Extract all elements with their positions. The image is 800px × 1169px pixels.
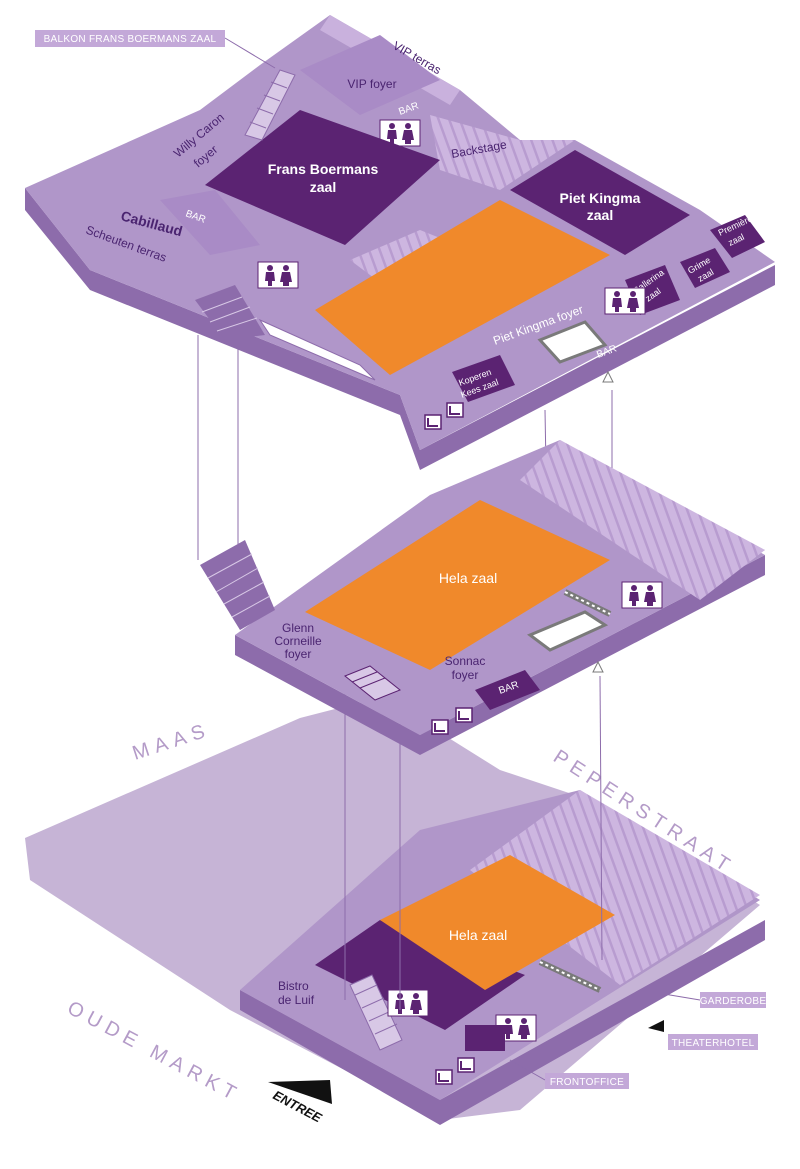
middle-small-stairs-icon xyxy=(344,665,401,701)
middle-escalator-icon xyxy=(563,589,612,617)
koperen-kees-zaal xyxy=(452,355,515,402)
middle-restroom-icon xyxy=(621,581,663,609)
garderobe-tag-label: GARDEROBE xyxy=(700,996,767,1007)
middle-hatched-area xyxy=(520,440,765,600)
ground-restroom-icon xyxy=(387,989,429,1017)
middle-void xyxy=(527,610,609,652)
ground-elevator-icon-2 xyxy=(457,1057,475,1073)
top-floor: VIP foyer VIP terras BAR Backstage Frans… xyxy=(25,15,775,673)
ground-escalator-icon xyxy=(538,959,602,993)
balcony-tag-label: BALKON FRANS BOERMANS ZAAL xyxy=(44,34,217,45)
backstage-area xyxy=(430,115,575,190)
frans-boermans-zaal xyxy=(205,110,440,245)
garderobe-tag xyxy=(700,992,766,1008)
frans-boermans-label-2: zaal xyxy=(310,179,336,195)
street-maas: MAAS xyxy=(130,719,214,765)
balcony-tag xyxy=(35,30,225,47)
balcony-leader xyxy=(224,37,276,69)
frontoffice-leader xyxy=(509,1059,546,1081)
glenn-label-2: Corneille xyxy=(274,634,322,648)
sonnac-label-1: Sonnac xyxy=(445,654,486,668)
piet-kingma-label-2: zaal xyxy=(587,207,613,223)
top-elevator-icon-2 xyxy=(446,402,464,418)
middle-elevator-icon xyxy=(431,719,449,735)
vip-foyer xyxy=(300,35,440,115)
theaterhotel-arrow-icon xyxy=(648,1020,664,1032)
theaterhotel-tag xyxy=(668,1034,758,1050)
middle-stairs-icon xyxy=(200,540,275,630)
piet-kingma-zaal xyxy=(510,150,690,255)
middle-floor: Hela zaal Glenn Corneille foyer Sonnac f… xyxy=(200,440,765,755)
top-slab-side xyxy=(25,188,775,470)
entree-arrow-icon xyxy=(268,1080,332,1104)
ground-frontoffice-block xyxy=(465,1025,505,1051)
top-void-2 xyxy=(537,320,608,364)
frans-boermans-label-1: Frans Boermans xyxy=(268,161,379,177)
frontoffice-tag-label: FRONTOFFICE xyxy=(550,1077,624,1088)
ground-hela-zaal xyxy=(380,855,615,990)
street-oude-markt: OUDE MARKT xyxy=(64,997,245,1107)
top-orange-area xyxy=(315,200,610,375)
balcony-stairs-icon xyxy=(244,69,296,141)
right-restroom-icon xyxy=(604,287,646,315)
glenn-label-3: foyer xyxy=(285,647,312,661)
glenn-label-1: Glenn xyxy=(282,621,314,635)
top-escalator-icon xyxy=(592,370,614,673)
grime-zaal xyxy=(680,248,730,288)
theaterhotel-tag-label: THEATERHOTEL xyxy=(672,1038,755,1049)
middle-hela-zaal-label: Hela zaal xyxy=(439,570,497,586)
top-left-stairs-icon xyxy=(195,285,265,340)
ground-slab-side xyxy=(240,920,765,1125)
frontoffice-tag xyxy=(545,1073,629,1089)
ground-hela-zaal-label: Hela zaal xyxy=(449,927,507,943)
middle-elevator-icon-2 xyxy=(455,707,473,723)
garderobe-leader xyxy=(639,989,701,1001)
sonnac-label-2: foyer xyxy=(452,668,479,682)
piet-kingma-label-1: Piet Kingma xyxy=(560,190,641,206)
left-restroom-icon xyxy=(257,261,299,289)
middle-bar-block xyxy=(475,670,540,710)
ground-elevator-icon xyxy=(435,1069,453,1085)
bistro-label-1: Bistro xyxy=(278,979,309,993)
middle-hela-zaal xyxy=(305,500,610,670)
bar-left-block xyxy=(160,190,260,255)
ground-hall-dark xyxy=(315,920,525,1030)
premiere-zaal xyxy=(710,215,765,258)
vip-foyer-label: VIP foyer xyxy=(347,77,396,91)
ground-hatched-area xyxy=(470,790,760,985)
top-void xyxy=(258,318,376,381)
ground-stairs-icon xyxy=(349,974,403,1051)
top-elevator-icon xyxy=(424,414,442,430)
bistro-label-2: de Luif xyxy=(278,993,315,1007)
